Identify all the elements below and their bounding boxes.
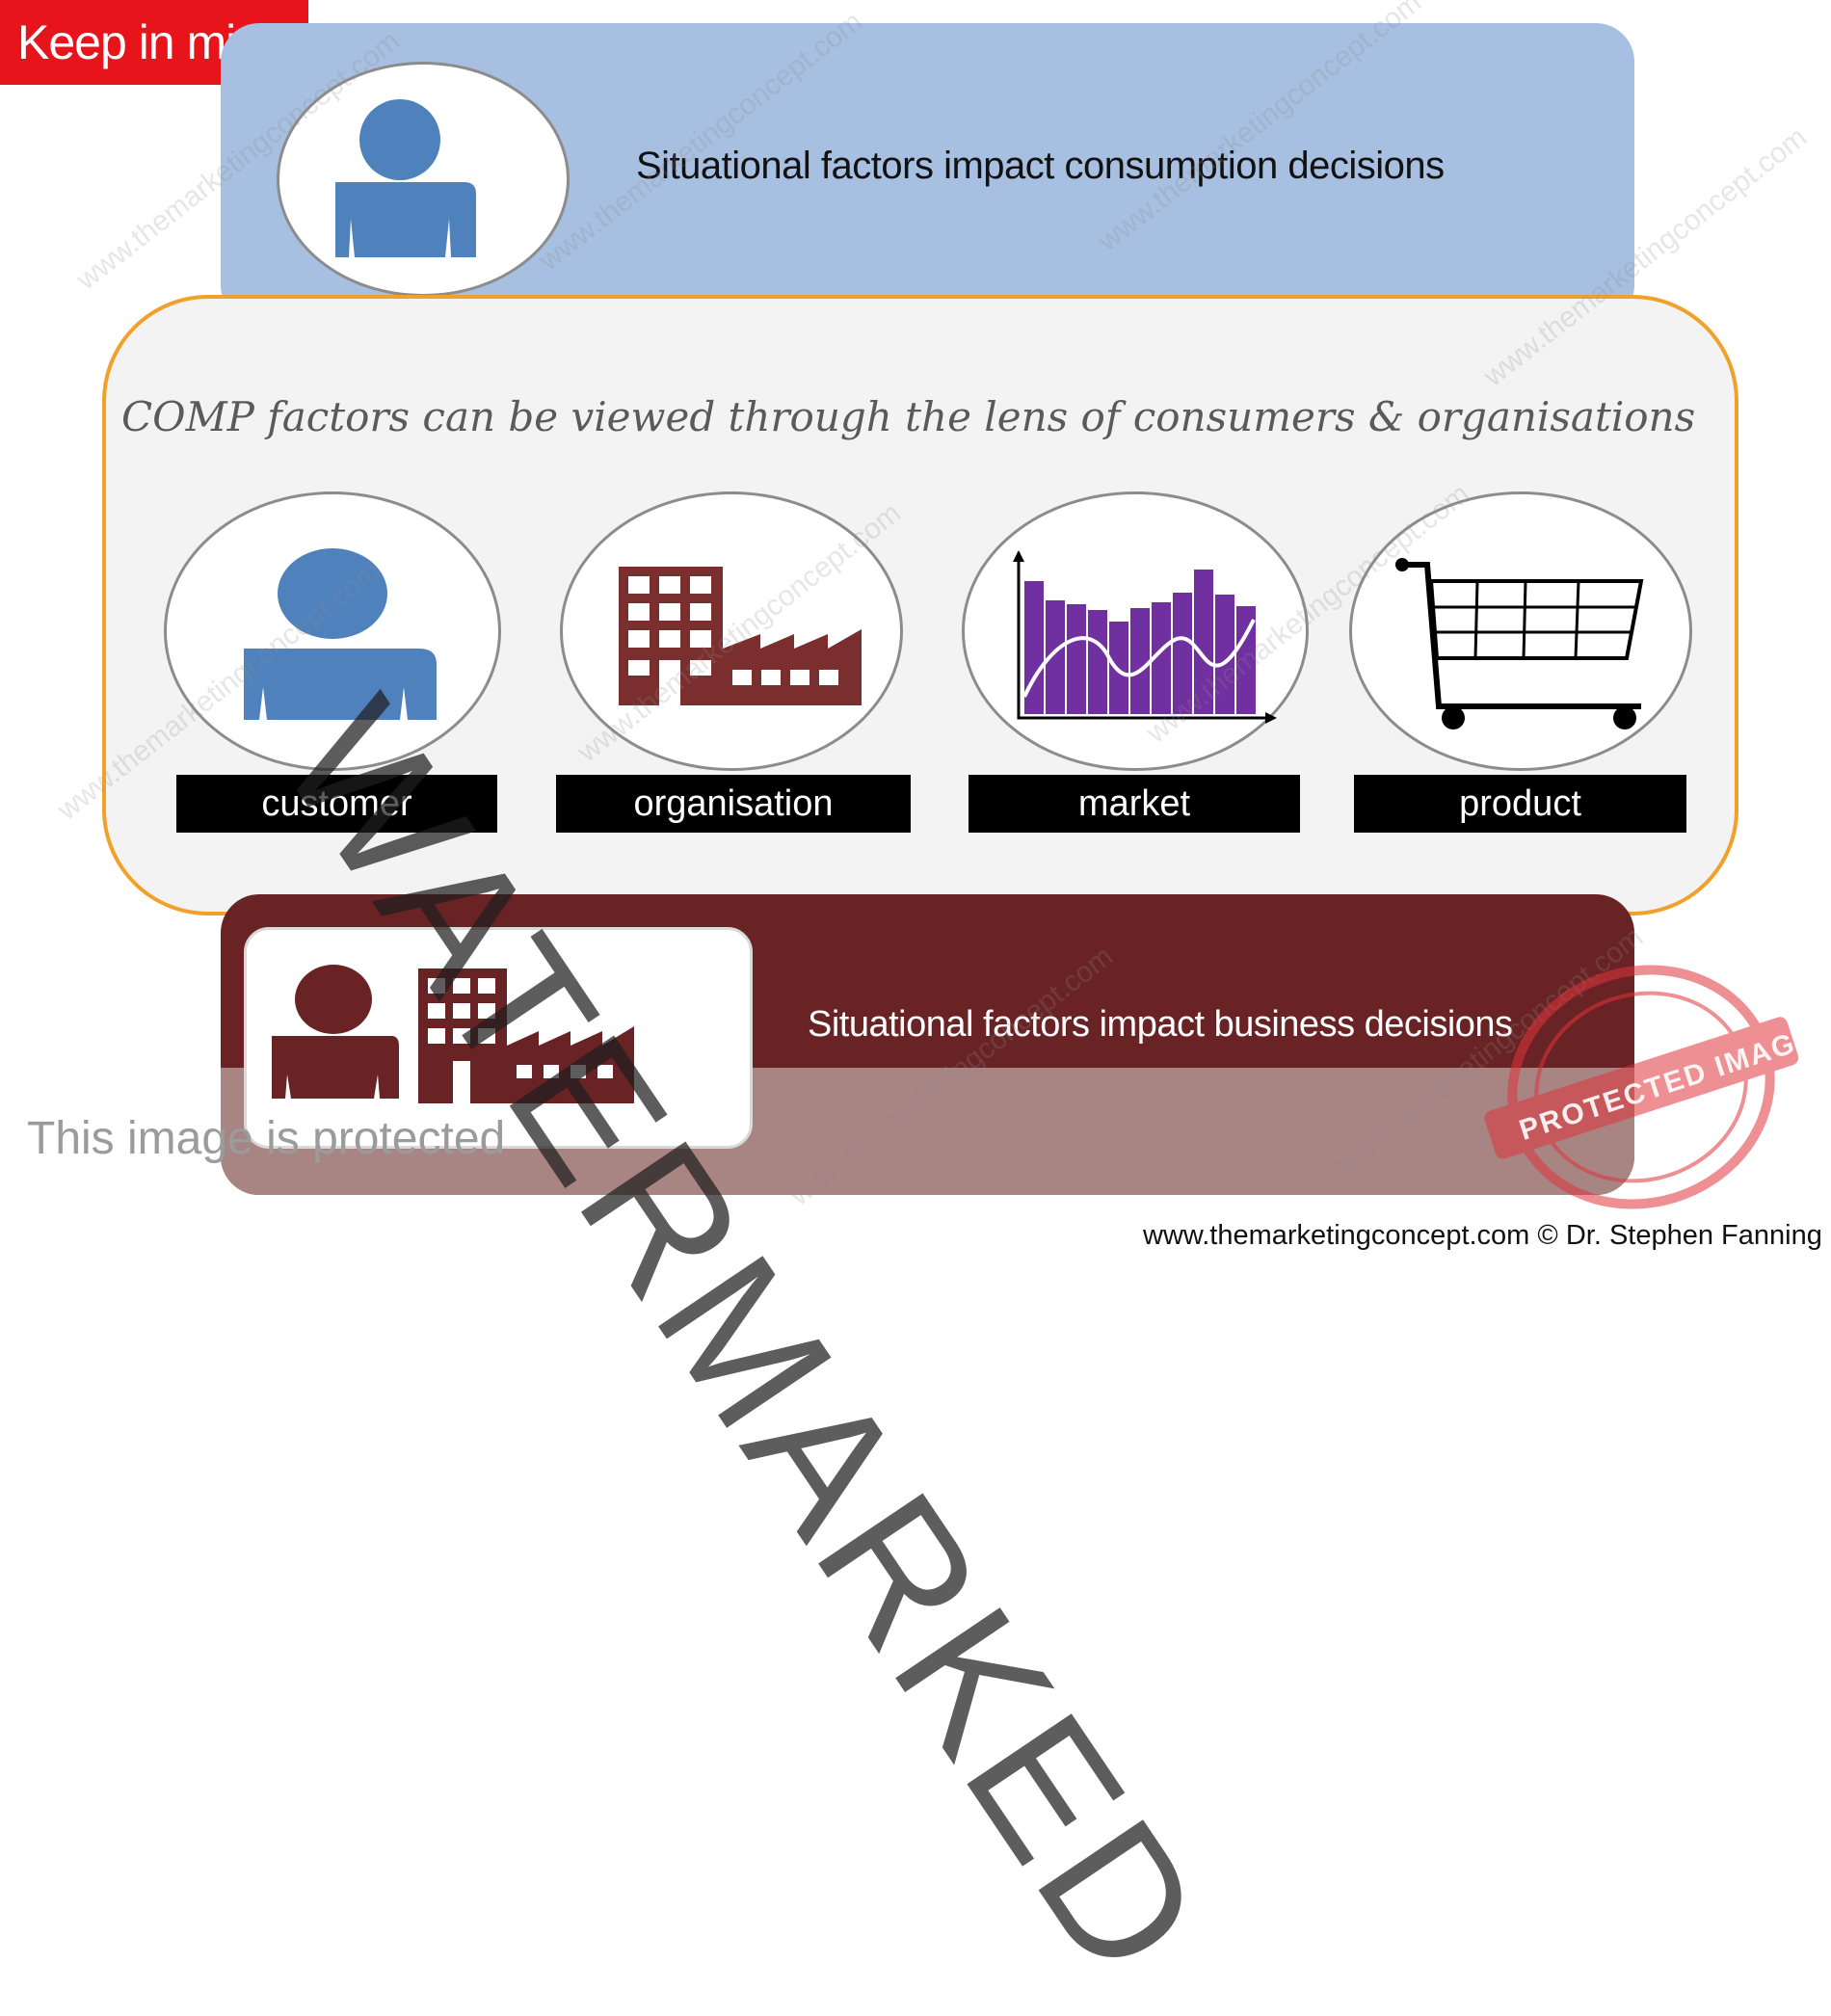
person-icon [335,99,476,257]
protected-notice: This image is protected [27,1113,506,1164]
business-icons-box [244,927,753,1149]
product-circle [1349,491,1692,771]
person-icon [244,548,437,720]
shopping-cart-icon [1395,558,1644,729]
product-label: product [1354,775,1686,833]
factory-icon [619,567,862,705]
organisation-label: organisation [556,775,911,833]
bar-chart-icon [1013,550,1277,724]
credit-line: www.themarketingconcept.com © Dr. Stephe… [1143,1220,1822,1251]
consumption-text: Situational factors impact consumption d… [636,145,1445,187]
market-circle [962,491,1309,771]
customer-label: customer [176,775,497,833]
business-text: Situational factors impact business deci… [808,1004,1513,1045]
factory-icon [418,968,634,1103]
protected-stamp: PROTECTED IMAGE [1482,962,1820,1217]
customer-circle [164,491,501,771]
consumption-icon-circle [277,62,570,297]
market-label: market [969,775,1300,833]
person-icon [272,965,399,1099]
comp-factors-text: COMP factors can be viewed through the l… [121,393,1696,440]
organisation-circle [560,491,903,771]
